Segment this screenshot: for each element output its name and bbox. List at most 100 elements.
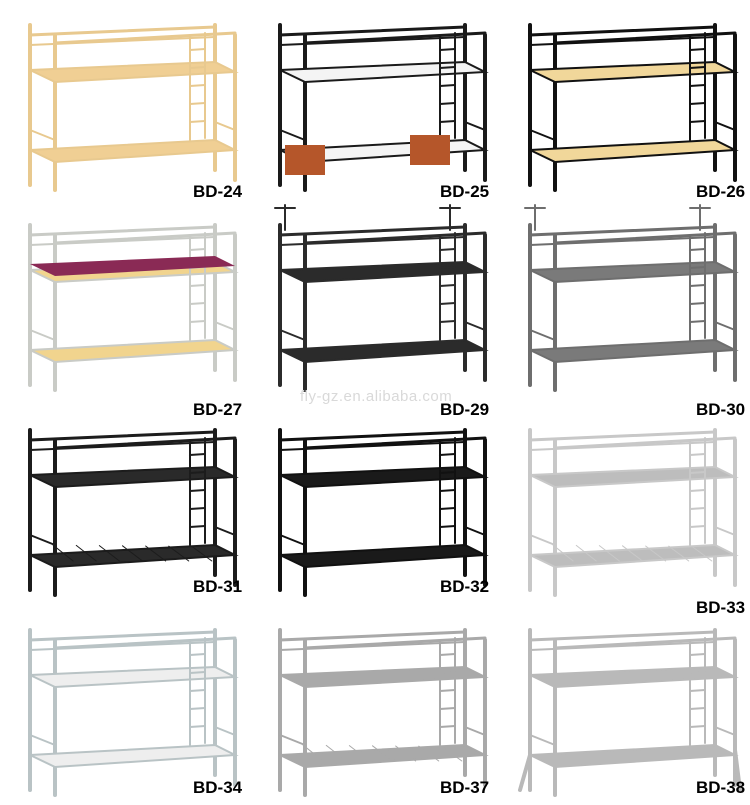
ladder-rung [439,671,456,674]
ladder-rung [439,102,456,105]
mesh-line [691,545,713,562]
guard-rail [278,430,467,442]
side-rail [464,121,486,131]
bed-frame [28,428,239,597]
upper-deck [529,260,739,284]
ladder-rung [689,66,706,69]
angled-leg [518,753,532,792]
mesh-line [598,545,620,562]
ladder-rung [689,248,706,251]
ladder-rung [189,284,206,287]
ladder-rung [439,48,456,51]
bed-frame [524,204,739,392]
product-card: BD-26 [500,0,750,201]
ladder-rung [689,489,706,492]
side-rail [29,329,56,341]
ladder-rung [189,653,206,656]
side-rail [714,321,736,331]
mesh-line [418,745,440,762]
mesh-line [575,544,597,562]
upper-deck [529,665,739,689]
upper-deck [29,60,239,84]
lower-deck [29,138,239,164]
ladder-rung [689,707,706,710]
guard-rail [28,430,217,442]
side-rail [464,321,486,331]
side-rail [29,734,56,746]
bed-frame [278,23,489,192]
ladder-rung [689,471,706,474]
lower-deck [29,338,239,364]
side-rail [279,534,306,546]
ladder-rung [689,284,706,287]
bed-frame [274,204,489,392]
mesh-line [52,544,74,562]
side-rail [279,129,306,141]
product-card: BD-30 [500,200,750,419]
ladder-rung [189,489,206,492]
side-rail [29,129,56,141]
bunk-bed-image [528,428,739,597]
upper-deck [529,60,739,84]
ladder-rung [189,48,206,51]
lower-deck [529,543,739,569]
side-rail [529,734,556,746]
mesh-line [191,545,213,562]
side-rail [714,121,736,131]
side-rail [529,534,556,546]
mesh-line [98,545,120,562]
ladder-rung [439,248,456,251]
ladder-rung [689,320,706,323]
product-code: BD-37 [440,778,490,797]
bunk-bed-image [28,223,239,392]
ladder-rung [689,725,706,728]
ladder-rung [439,525,456,528]
ladder-rung [439,689,456,692]
product-code: BD-24 [193,182,243,201]
product-code: BD-32 [440,577,490,596]
ladder-rung [439,84,456,87]
ladder-rung [439,507,456,510]
product-code: BD-27 [193,400,243,419]
ladder-rung [189,671,206,674]
guard-rail [278,225,467,237]
guard-rail [528,630,717,642]
bunk-bed-image [28,428,239,597]
product-code: BD-33 [696,598,746,617]
bunk-bed-image [278,628,489,797]
ladder-rung [439,266,456,269]
guard-rail [278,630,467,642]
bunk-bed-image [274,204,489,392]
storage-cabinet [410,135,450,165]
bed-frame [278,628,489,797]
mesh-line [622,545,643,562]
guard-rail [278,25,467,37]
lower-deck [529,338,739,364]
product-code: BD-25 [440,182,490,201]
ladder-rung [439,707,456,710]
guard-rail [528,225,717,237]
product-code: BD-26 [696,182,746,201]
side-rail [714,526,736,536]
ladder-rung [189,507,206,510]
guard-rail [28,225,217,237]
ladder-rung [439,489,456,492]
ladder-rung [439,471,456,474]
bed-frame [528,428,739,597]
product-card: BD-37 [250,605,500,805]
upper-deck [529,465,739,489]
ladder-rung [189,302,206,305]
ladder-rung [689,653,706,656]
ladder-rung [689,302,706,305]
side-rail [464,526,486,536]
lower-deck [279,543,489,569]
ladder-rung [189,84,206,87]
ladder-rung [189,453,206,456]
mesh-line [168,545,190,562]
mesh-line [441,745,463,762]
mesh-line [668,545,690,562]
lower-deck [29,543,239,569]
bunk-bed-image [518,628,742,797]
ladder-rung [689,689,706,692]
upper-deck [279,260,489,284]
